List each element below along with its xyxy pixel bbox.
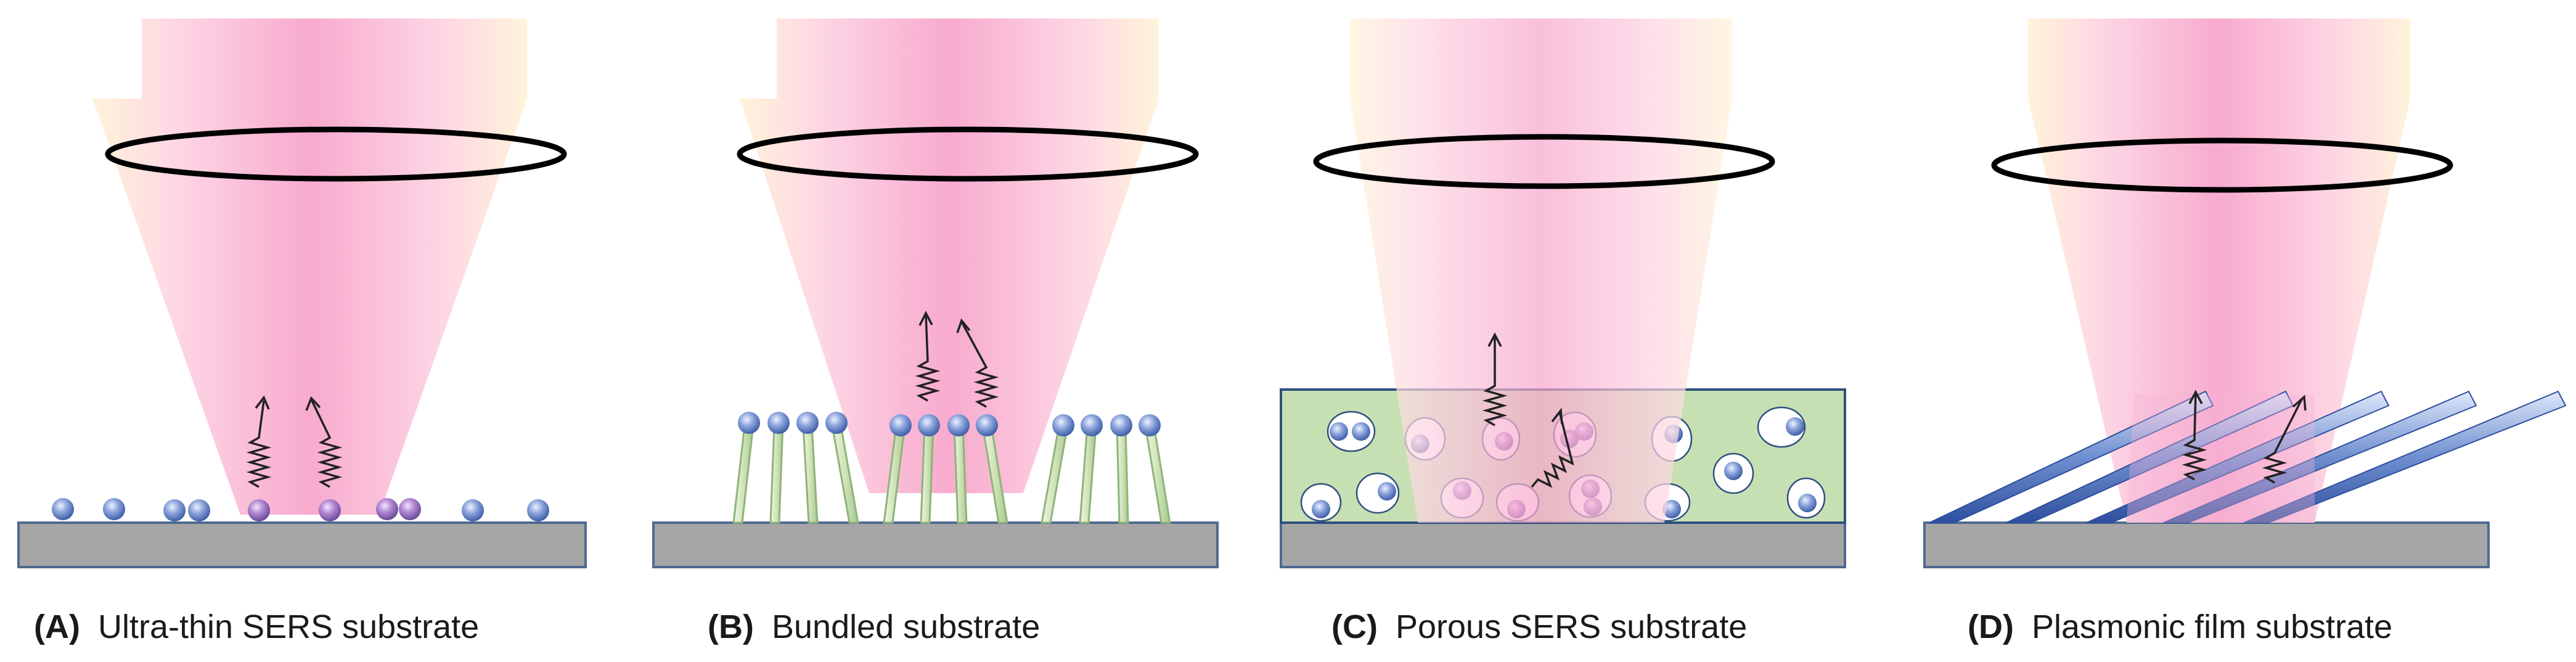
- beam-overlay: [2127, 394, 2315, 523]
- nanoparticle: [527, 499, 549, 521]
- nanoparticle: [248, 499, 270, 521]
- nanoparticle: [796, 412, 819, 434]
- pillar-stalk: [769, 424, 784, 524]
- nanoparticle: [188, 499, 210, 521]
- nanoparticle: [889, 414, 912, 436]
- raman-signal: [310, 399, 343, 488]
- caption-title: Plasmonic film substrate: [2032, 608, 2392, 645]
- nanowire-film: [1929, 390, 2567, 523]
- nanoparticle: [1724, 462, 1743, 480]
- raman-signal: [915, 314, 941, 402]
- pillar-stalk: [1116, 424, 1129, 524]
- nanoparticle: [319, 499, 341, 521]
- raman-signal: [1487, 332, 1502, 347]
- caption-letter: (D): [1968, 608, 2014, 645]
- focusing-lens: [1313, 134, 1775, 189]
- nanoparticle: [103, 498, 125, 520]
- laser-beam: [1350, 18, 1732, 523]
- substrate-base: [1280, 521, 1846, 568]
- raman-signal: [2262, 398, 2304, 484]
- nanoparticle: [399, 498, 421, 520]
- focusing-lens: [737, 126, 1199, 182]
- nanoparticle: [1139, 414, 1161, 436]
- caption-title: Bundled substrate: [772, 608, 1040, 645]
- nanoparticle: [1110, 414, 1132, 436]
- nanoparticle: [1330, 422, 1348, 441]
- raman-signal: [1551, 407, 1563, 425]
- raman-signal-arrows: [246, 395, 343, 488]
- raman-signal-arrows: [2181, 390, 2307, 484]
- raman-signal: [1482, 336, 1508, 427]
- panel-c: [1280, 18, 1846, 568]
- nanoparticle: [825, 412, 848, 434]
- raman-signal: [305, 396, 321, 411]
- laser-beam: [740, 18, 1159, 493]
- nanoparticle: [1052, 414, 1074, 436]
- nanowire: [1929, 390, 2214, 523]
- nanowire: [2163, 390, 2477, 523]
- caption-letter: (B): [708, 608, 754, 645]
- panel-d: [1923, 18, 2567, 568]
- nanoparticle: [1798, 494, 1817, 512]
- panel-caption-d: (D) Plasmonic film substrate: [1968, 608, 2392, 645]
- pore: [1757, 406, 1806, 448]
- laser-beam: [92, 18, 527, 515]
- nanoparticle: [462, 499, 484, 521]
- pore: [1327, 411, 1376, 452]
- raman-signal-arrows: [915, 311, 999, 408]
- substrate-base: [17, 521, 587, 568]
- raman-signal: [2181, 393, 2207, 481]
- raman-signal: [2292, 394, 2307, 411]
- raman-signal-arrows: [1482, 332, 1574, 488]
- substrate-base: [1923, 521, 2490, 568]
- pillar-stalk: [802, 424, 819, 524]
- pillar-stalk: [1079, 424, 1097, 524]
- nanoparticle: [947, 414, 970, 436]
- raman-signal: [960, 321, 999, 408]
- nanoparticle: [376, 498, 398, 520]
- nanoparticle: [918, 414, 940, 436]
- substrate-base: [652, 521, 1219, 568]
- raman-signal: [2188, 390, 2203, 404]
- caption-title: Porous SERS substrate: [1396, 608, 1747, 645]
- nanoparticle: [1312, 500, 1330, 518]
- raman-signal: [1531, 411, 1574, 488]
- panel-caption-a: (A) Ultra-thin SERS substrate: [34, 608, 479, 645]
- nanoparticle: [738, 412, 760, 434]
- nanoparticle-layer: [52, 498, 549, 521]
- panel-caption-c: (C) Porous SERS substrate: [1331, 608, 1747, 645]
- bundled-pillars: [732, 424, 1171, 524]
- pillar-tips: [738, 412, 1161, 436]
- raman-signal: [255, 395, 270, 410]
- panel-caption-b: (B) Bundled substrate: [708, 608, 1040, 645]
- focusing-lens: [1991, 137, 2453, 193]
- caption-letter: (C): [1331, 608, 1378, 645]
- pillar-stalk: [732, 424, 754, 524]
- nanoparticle: [163, 499, 186, 521]
- pillar-stalk: [1144, 424, 1171, 524]
- panel-a: [17, 18, 587, 568]
- panel-b: [652, 18, 1219, 568]
- nanoparticle: [767, 412, 790, 434]
- nanoparticle: [1352, 422, 1370, 441]
- nanoparticle: [1786, 417, 1804, 436]
- nanoparticle: [976, 414, 998, 436]
- nanowire: [2243, 390, 2567, 523]
- nanoparticle: [1081, 414, 1103, 436]
- caption-letter: (A): [34, 608, 80, 645]
- caption-title: Ultra-thin SERS substrate: [98, 608, 479, 645]
- raman-signal: [918, 311, 933, 326]
- nanoparticle: [52, 498, 74, 520]
- nanoparticle: [1378, 482, 1396, 501]
- raman-signal: [956, 318, 971, 333]
- pillar-stalk: [1041, 424, 1069, 524]
- focusing-lens: [105, 126, 567, 182]
- raman-signal: [246, 400, 272, 488]
